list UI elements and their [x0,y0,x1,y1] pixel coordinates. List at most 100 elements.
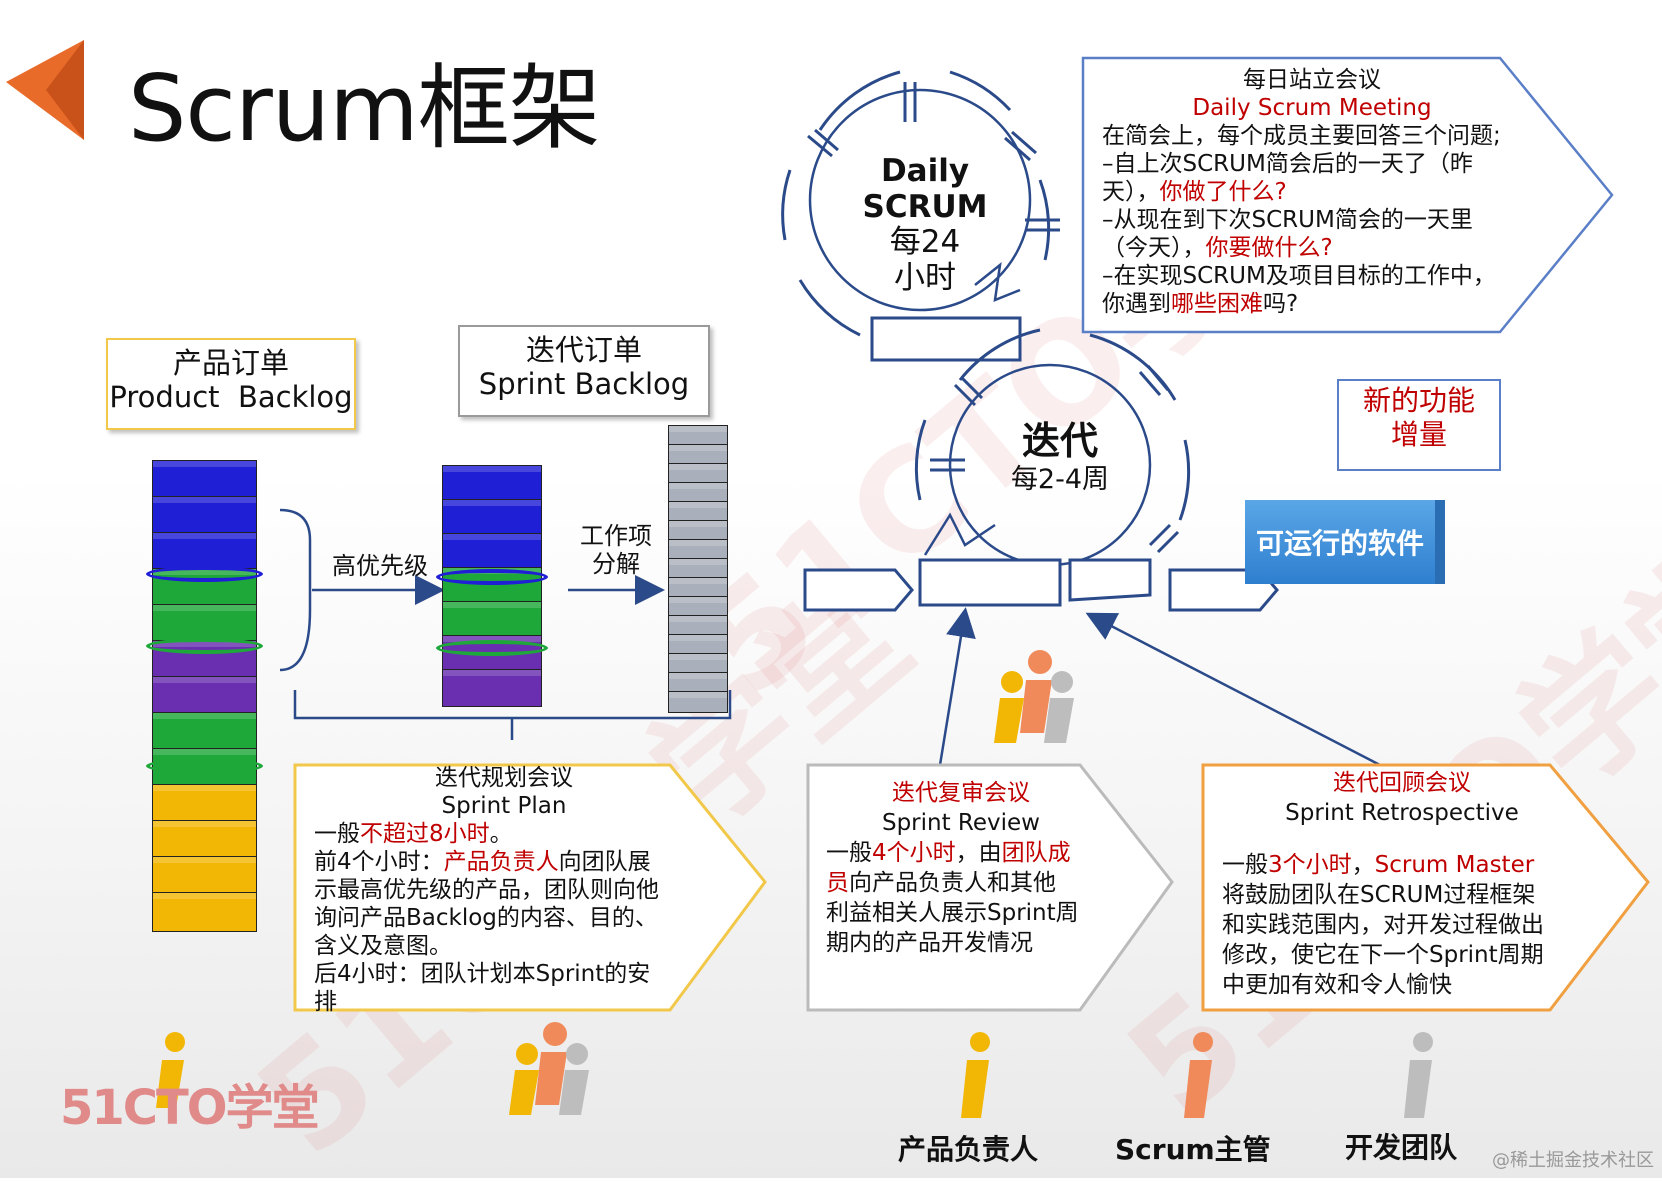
daily-line4: 小时 [894,259,956,296]
sprint-backlog-en: Sprint Backlog [478,367,690,401]
sprint-review-line: 期内的产品开发情况 [826,930,1033,956]
sprint-plan-title-en: Sprint Plan [441,793,567,819]
daily-meeting-line: 在简会上，每个成员主要回答三个问题; [1102,123,1501,149]
decompose-label: 工作项 分解 [570,522,662,578]
sprint-backlog-cn: 迭代订单 [525,333,642,367]
item-ring [146,758,263,774]
sprint-plan-line: 后4小时：团队计划本Sprint的安 [314,961,651,987]
backlog-block [152,820,257,860]
daily-scrum-label: Daily SCRUM 每24 小时 [855,153,995,297]
daily-meeting-line: 你遇到 [1102,291,1171,317]
increment-label: 新的功能 增量 [1338,384,1500,452]
sprint-review-line: 向产品负责人和其他 [849,870,1056,896]
increment-line1: 新的功能 [1362,384,1475,417]
scrum-master-icon [1184,1032,1213,1118]
sprint-backlog-blocks [436,465,554,707]
role-label-team: 开发团队 [1345,1131,1458,1164]
decomposed-tasks-blocks [668,425,736,715]
role-label-po: 产品负责人 [898,1133,1039,1166]
backlog-block [668,691,728,713]
team-icon [994,650,1074,743]
backlog-block [152,460,257,500]
sprint-plan-line: 含义及意图。 [314,933,452,959]
item-ring [146,566,263,582]
item-ring [146,638,263,654]
retro-line: 一般 [1222,852,1268,878]
retro-line: 中更加有效和令人愉快 [1222,972,1452,998]
sprint-plan-line: 一般 [314,821,360,847]
retro-line: 修改，使它在下一个Sprint周期 [1222,942,1544,968]
retro-text: 迭代回顾会议 Sprint Retrospective 一般3个小时，Scrum… [1222,768,1622,1000]
backlog-block [442,601,542,639]
role-label-sm: Scrum主管 [1115,1133,1271,1166]
daily-meeting-title-cn: 每日站立会议 [1243,67,1381,93]
daily-scrum-cycle [781,70,1060,362]
sprint-review-line: ，由 [955,840,1002,866]
backlog-arrows [279,508,732,740]
sprint-plan-callout [293,763,767,1012]
backlog-block [152,496,257,536]
team-icon [509,1022,589,1115]
sprint-plan-line: 排 [314,989,337,1015]
meeting-arrows [938,607,1381,767]
retro-title-en: Sprint Retrospective [1285,800,1519,826]
sprint-label: 迭代 每2-4周 [985,419,1135,495]
sprint-review-highlight: 4个小时 [872,840,956,866]
daily-meeting-line: –自上次SCRUM简会后的一天了（昨 [1102,151,1473,177]
retro-line: 和实践范围内，对开发过程做出 [1222,912,1544,938]
priority-label: 高优先级 [332,552,428,580]
backlog-block [442,669,542,707]
sprint-review-line: 一般 [826,840,872,866]
sprint-review-line: 利益相关人展示Sprint周 [826,900,1079,926]
backlog-block [152,784,257,824]
retro-highlight: Scrum Master [1374,852,1535,878]
daily-meeting-line: –在实现SCRUM及项目目标的工作中， [1102,263,1496,289]
daily-meeting-text: 每日站立会议 Daily Scrum Meeting 在简会上，每个成员主要回答… [1102,66,1572,318]
daily-meeting-title-en: Daily Scrum Meeting [1192,95,1432,121]
sprint-plan-title-cn: 迭代规划会议 [435,765,573,791]
dev-team-icon [1404,1032,1433,1118]
sprint-plan-line: 示最高优先级的产品，团队则向他 [314,877,659,903]
sprint-review-callout [806,763,1174,1012]
product-backlog-cn: 产品订单 [172,346,289,380]
sprint-review-title-cn: 迭代复审会议 [892,780,1030,806]
sprint-plan-line: 前4个小时： [314,849,444,875]
backlog-block [152,892,257,932]
daily-meeting-line: 吗? [1263,291,1299,317]
sprint-review-text: 迭代复审会议 Sprint Review 一般4个小时，由团队成 员向产品负责人… [826,778,1116,958]
backlog-block [152,856,257,896]
increment-box [1337,379,1501,471]
sprint-review-title-en: Sprint Review [881,810,1040,836]
runnable-software: 可运行的软件 [1245,500,1435,584]
sprint-backlog-label: 迭代订单 Sprint Backlog [458,325,710,417]
backlog-block [152,676,257,716]
credit-text: @稀土掘金技术社区 [1492,1150,1654,1171]
product-owner-icon [961,1032,990,1118]
page-title: Scrum框架 [128,55,601,162]
sprint-plan-line: 询问产品Backlog的内容、目的、 [314,905,658,931]
backlog-block [442,465,542,503]
sprint-plan-text: 迭代规划会议 Sprint Plan 一般不超过8小时。 前4个小时：产品负责人… [314,764,714,1016]
daily-meeting-highlight: 哪些困难 [1171,291,1263,317]
decompose-line2: 分解 [592,550,640,578]
backlog-block [152,712,257,752]
title-arrow-icon [6,40,84,140]
backlog-block [442,499,542,537]
product-backlog-blocks [146,460,277,935]
sprint-review-highlight: 团队成 [1001,840,1071,866]
sprint-review-highlight: 员 [826,870,849,896]
item-ring [436,640,548,656]
retro-callout [1201,763,1650,1012]
product-owner-icon [156,1032,185,1108]
item-ring [436,569,548,585]
sprint-plan-line: 。 [489,821,513,847]
product-backlog-en: Product Backlog [109,380,353,414]
daily-line2: SCRUM [862,188,988,225]
sprint-line1: 迭代 [1021,419,1098,463]
sprint-line2: 每2-4周 [1010,463,1110,495]
retro-line: ， [1351,852,1375,878]
sprint-plan-highlight: 不超过8小时 [360,821,490,847]
brand-logo: 51CTO学堂 [60,1080,320,1136]
daily-line3: 每24 [889,224,961,261]
daily-line1: Daily [880,153,970,189]
